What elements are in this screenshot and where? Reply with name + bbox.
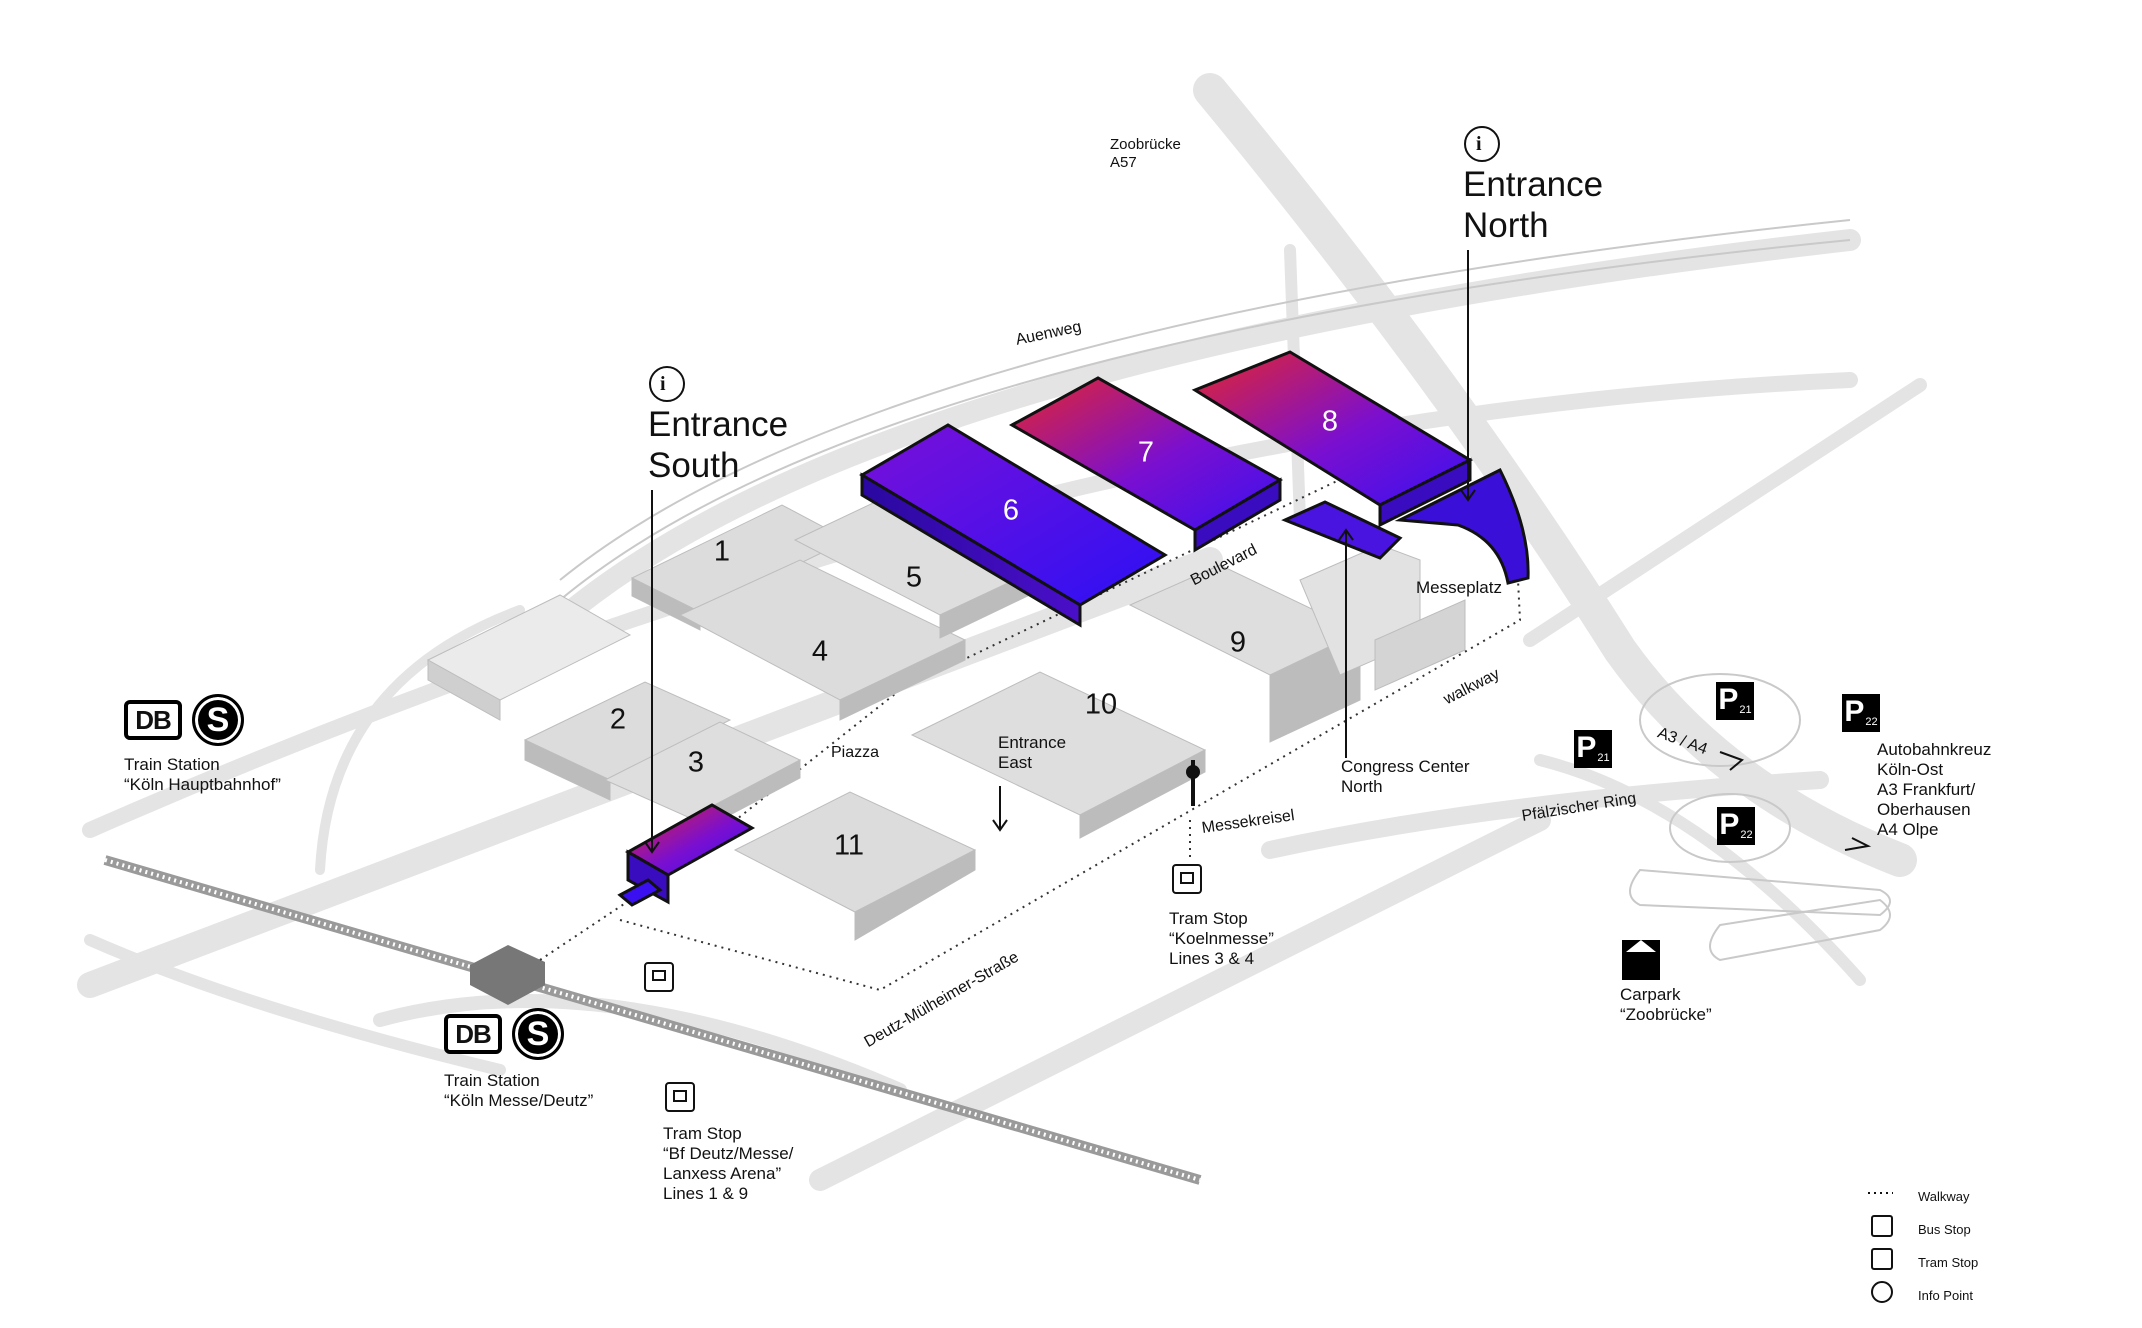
hall-2-label: 2 [609,703,627,736]
icon-markers [644,760,1202,1112]
db-icon: DB [124,700,182,740]
info-point-icon-south [649,366,685,402]
legend-info-point: Info Point [1918,1288,1973,1303]
carpark-icon [1622,940,1660,980]
entrance-east-label: Entrance East [998,733,1067,773]
s-bahn-icon: S [512,1008,564,1060]
entrance-south-label: Entrance South [648,405,789,485]
hall-3-label: 3 [687,746,705,779]
s-bahn-icon: S [192,694,244,746]
carpark-label: Carpark “Zoobrücke” [1620,985,1712,1025]
db-icon: DB [444,1014,502,1054]
station-building [470,945,545,1005]
legend-symbols [1868,1192,1893,1303]
walkway-paths [539,469,1522,992]
hall-8-label: 8 [1321,405,1339,438]
info-icons [649,126,1500,402]
highlighted-halls [617,350,1530,907]
congress-center-label: Congress Center North [1341,757,1470,797]
tram-stop-icon-koelnmesse [1172,864,1202,894]
pointer-lines [644,250,1872,854]
map-legend: Walkway Bus Stop Tram Stop Info Point [1862,1180,1978,1312]
legend-bus-stop: Bus Stop [1918,1222,1971,1237]
info-glyph-north: i [1476,133,1482,155]
hall-5-label: 5 [905,561,923,594]
road-network [77,73,1927,1191]
hall-7-label: 7 [1137,436,1155,469]
tram-bf-deutz-label: Tram Stop “Bf Deutz/Messe/ Lanxess Arena… [663,1124,794,1204]
road-outlines [559,219,1891,962]
hall-11-label: 11 [833,829,865,862]
hall-4-label: 4 [811,635,829,668]
hall-6-label: 6 [1002,494,1020,527]
legend-walkway: Walkway [1918,1189,1970,1204]
piazza-label: Piazza [831,744,880,761]
legend-tram-stop: Tram Stop [1918,1255,1979,1270]
entrance-north-label: Entrance North [1463,165,1604,245]
autobahnkreuz-label: Autobahnkreuz Köln-Ost A3 Frankfurt/ Obe… [1877,740,1992,840]
bus-stop-icon [644,962,674,992]
railway [103,855,1202,1185]
hbf-db-logo: DB S [124,694,244,746]
info-glyph-south: i [660,373,666,395]
hbf-station-label: Train Station “Köln Hauptbahnhof” [124,755,281,795]
zoobruecke-label: Zoobrücke A57 [1110,136,1181,171]
hall-10-label: 10 [1084,688,1118,721]
deutz-db-logo: DB S [444,1008,564,1060]
hall-1-label: 1 [713,535,731,568]
hall-9-label: 9 [1229,626,1247,659]
tram-koelnmesse-label: Tram Stop “Koelnmesse” Lines 3 & 4 [1169,909,1274,969]
messe-deutz-station-label: Train Station “Köln Messe/Deutz” [444,1071,594,1111]
info-point-icon-north [1464,126,1500,162]
tram-stop-icon-deutz [665,1082,695,1112]
messeplatz-label: Messeplatz [1416,578,1502,597]
